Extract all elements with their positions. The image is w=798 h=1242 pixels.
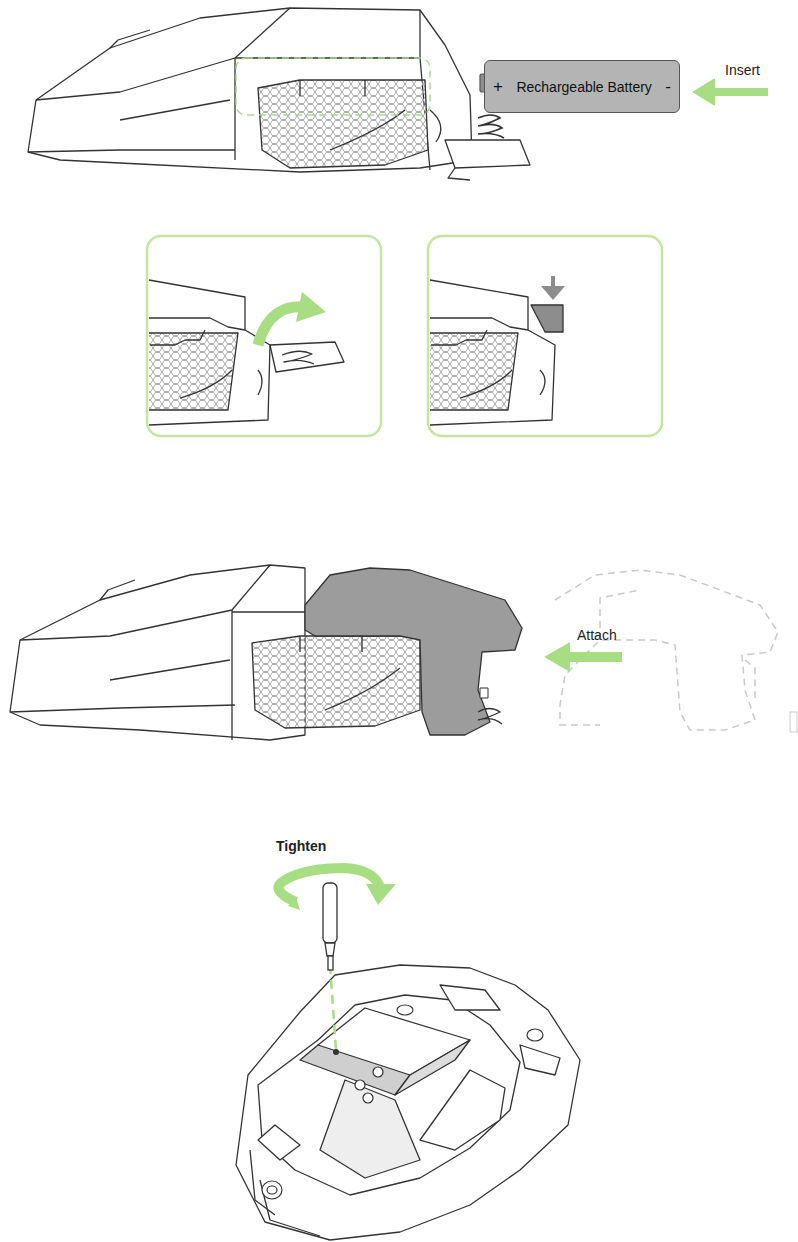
step-label: Tighten [276,838,326,854]
battery-label: Rechargeable Battery [516,79,651,95]
step-label: Attach [577,627,617,643]
polarity-sign: - [665,77,671,97]
polarity-sign: + [493,77,503,97]
rechargeable-battery: + Rechargeable Battery- [484,60,680,113]
step-label: Insert [725,62,760,78]
